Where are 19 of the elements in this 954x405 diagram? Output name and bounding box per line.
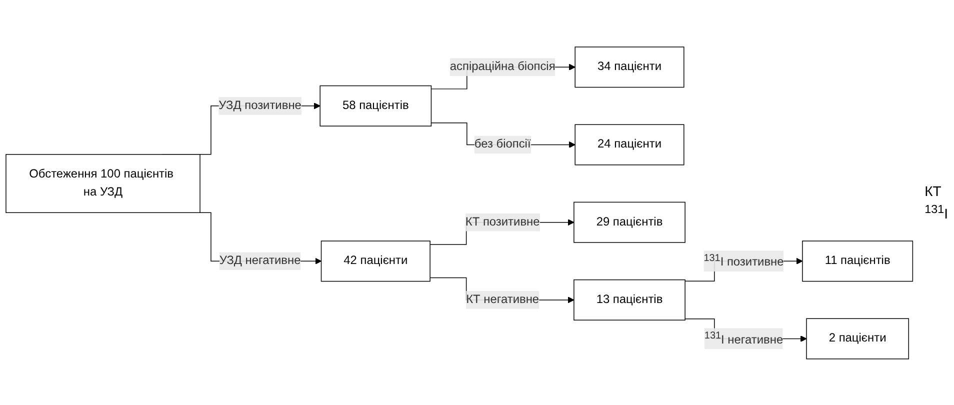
edge-label: КТ позитивне (465, 215, 540, 228)
edge-label: аспіраційна біопсія (450, 60, 556, 73)
edge-label: УЗД негативне (219, 254, 301, 267)
edge-label: без біопсії (474, 138, 531, 150)
edge-label: $^{131}$I позитивне (704, 252, 784, 268)
edge-label: УЗД позитивне (218, 98, 302, 112)
note-text: КТ (924, 183, 942, 200)
node-box: 13 пацієнтів (574, 279, 686, 320)
node-box: 24 пацієнти (574, 124, 684, 165)
note-text: $^{131}$I (924, 203, 948, 222)
node-box: 11 пацієнтів (802, 240, 914, 282)
node-box: 34 пацієнти (574, 46, 684, 88)
node-box: 2 пацієнти (806, 318, 910, 359)
node-box: 29 пацієнтів (574, 201, 686, 242)
node-box: Обстеження 100 пацієнтів на УЗД (6, 154, 200, 213)
node-box: 58 пацієнтів (320, 84, 432, 126)
edge-label: КТ негативне (466, 292, 540, 306)
edge-label: $^{131}$I негативне (704, 329, 784, 346)
node-box: 42 пацієнти (320, 240, 430, 282)
